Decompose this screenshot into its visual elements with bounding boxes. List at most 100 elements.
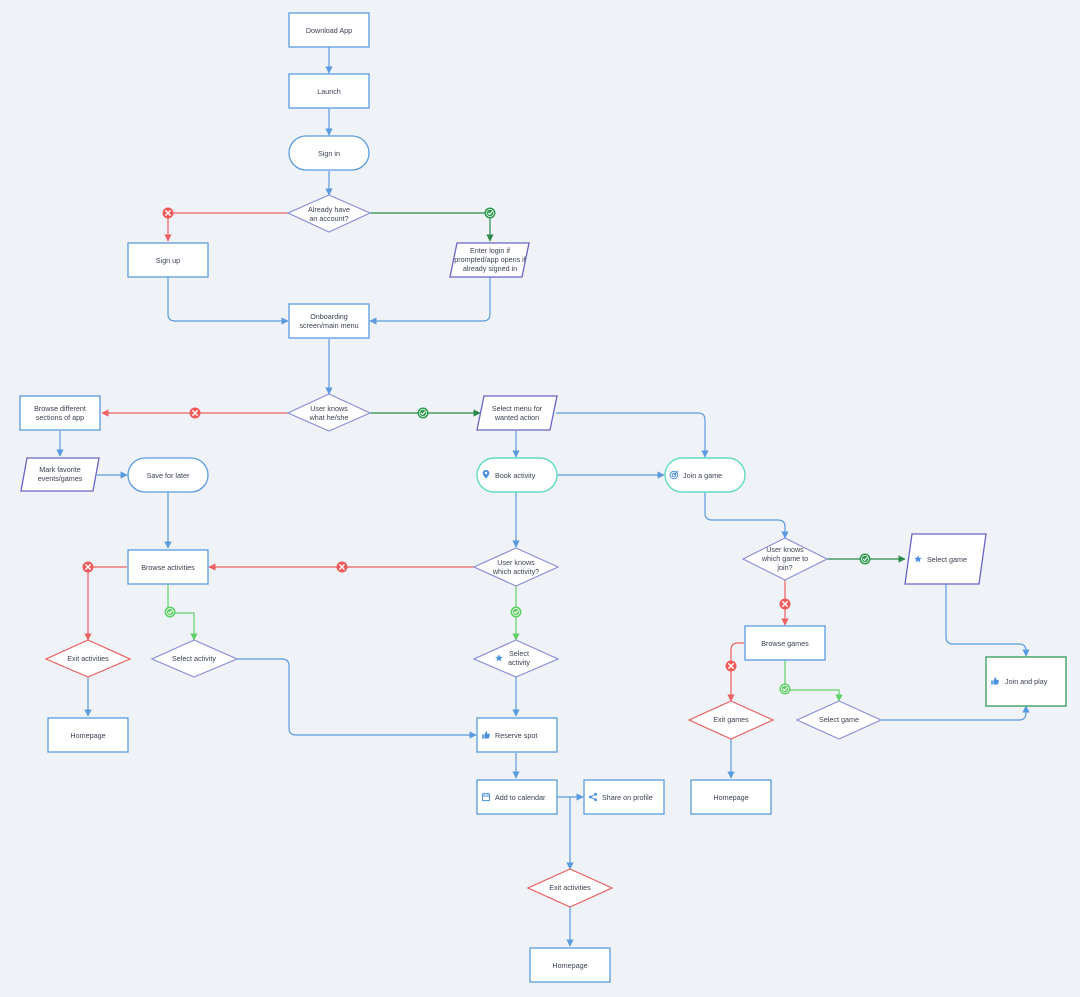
- node-reserve-spot: Reserve spot: [476, 717, 558, 753]
- node-label: Browse different: [34, 404, 86, 413]
- calendar-icon: [481, 792, 491, 802]
- node-label: Select game: [819, 715, 859, 724]
- node-homepage-bottom: Homepage: [529, 947, 611, 983]
- node-label: join?: [776, 563, 792, 572]
- close-icon: [188, 406, 202, 420]
- star-icon: [914, 555, 922, 563]
- node-label: already signed in: [463, 264, 517, 273]
- check-icon: [778, 682, 792, 696]
- close-icon: [335, 560, 349, 574]
- check-icon: [509, 605, 523, 619]
- star-icon: [495, 654, 503, 662]
- node-onboarding: Onboarding screen/main menu: [288, 303, 370, 339]
- node-label: Reserve spot: [495, 731, 537, 740]
- node-select-activity-left: Select activity: [150, 639, 239, 678]
- node-label: an account?: [309, 214, 348, 223]
- node-join-game: Join a game: [664, 457, 746, 493]
- node-label: wanted action: [494, 413, 539, 422]
- node-label: Homepage: [70, 731, 105, 740]
- edge-browse-exit: [84, 566, 127, 641]
- node-exit-activities-bottom: Exit activities: [526, 868, 614, 908]
- node-label: which game to: [761, 554, 808, 563]
- node-label: which activity?: [492, 567, 539, 576]
- node-join-play: Join and play: [985, 656, 1067, 707]
- node-label: Exit games: [713, 715, 749, 724]
- node-label: User knows: [310, 404, 348, 413]
- node-share-profile: Share on profile: [583, 779, 665, 815]
- node-homepage-right: Homepage: [690, 779, 772, 815]
- node-label: activity: [508, 658, 530, 667]
- node-label: Book activity: [495, 471, 536, 480]
- node-label: Already have: [308, 205, 350, 214]
- node-sign-in: Sign in: [288, 135, 370, 171]
- node-label: screen/main menu: [299, 321, 358, 330]
- node-decision-user-knows: User knows what he/she: [286, 393, 372, 432]
- edge-join-decision: [704, 492, 789, 539]
- edge-browsegames-select: [784, 660, 843, 702]
- node-label: User knows: [766, 545, 804, 554]
- node-label: Launch: [317, 87, 341, 96]
- node-select-menu: Select menu for wanted action: [476, 395, 558, 431]
- node-select-game-mid: Select game: [795, 700, 883, 740]
- node-label: Select: [509, 649, 529, 658]
- node-homepage-left: Homepage: [47, 717, 129, 753]
- branch-badges: [81, 206, 872, 696]
- thumbs-up-icon: [991, 677, 999, 685]
- node-label: Add to calendar: [495, 793, 546, 802]
- node-label: Sign in: [318, 149, 340, 158]
- edge-signup-onboarding: [167, 277, 289, 325]
- node-exit-activities-left: Exit activities: [44, 639, 132, 678]
- thumbs-up-icon: [482, 731, 490, 739]
- edge-selectgame-joinplay: [945, 584, 1030, 657]
- node-browse-games: Browse games: [744, 625, 826, 661]
- edge-login-onboarding: [369, 277, 491, 325]
- node-label: Select menu for: [492, 404, 543, 413]
- map-pin-icon: [482, 470, 490, 479]
- node-label: Select activity: [172, 654, 216, 663]
- node-label: Sign up: [156, 256, 180, 265]
- node-enter-login: Enter login if prompted/app opens if alr…: [449, 242, 530, 278]
- node-browse-activities: Browse activities: [127, 549, 209, 585]
- node-label: Browse activities: [141, 563, 195, 572]
- node-label: Mark favorite: [39, 465, 81, 474]
- close-icon: [161, 206, 175, 220]
- edge-account-no: [164, 212, 288, 242]
- node-label: Enter login if: [470, 246, 510, 255]
- edge-select-reserve: [237, 658, 477, 739]
- node-decision-which-game: User knows which game to join?: [741, 537, 829, 581]
- node-label: prompted/app opens if: [454, 255, 526, 264]
- edge-selectgame-joinplay-2: [881, 705, 1030, 721]
- share-icon: [589, 792, 597, 802]
- node-label: Homepage: [713, 793, 748, 802]
- check-icon: [483, 206, 497, 220]
- node-label: Onboarding: [310, 312, 348, 321]
- node-label: what he/she: [309, 413, 349, 422]
- node-label: Join and play: [1005, 677, 1048, 686]
- node-label: Exit activities: [67, 654, 109, 663]
- node-decision-account: Already have an account?: [286, 194, 372, 233]
- node-download-app: Download App: [288, 12, 370, 48]
- node-add-calendar: Add to calendar: [476, 779, 558, 815]
- close-icon: [81, 560, 95, 574]
- node-label: Exit activities: [549, 883, 591, 892]
- check-icon: [163, 605, 177, 619]
- node-label: User knows: [497, 558, 535, 567]
- node-decision-which-activity: User knows which activity?: [472, 547, 560, 587]
- edge-browse-select: [167, 584, 198, 641]
- node-exit-games: Exit games: [687, 700, 775, 740]
- edge-menu-join: [556, 412, 709, 458]
- check-icon: [416, 406, 430, 420]
- close-icon: [778, 597, 792, 611]
- check-icon: [858, 552, 872, 566]
- node-select-game-top: Select game: [904, 533, 987, 585]
- edge-account-yes: [370, 212, 494, 242]
- target-icon: [669, 470, 679, 480]
- node-launch: Launch: [288, 73, 370, 109]
- node-mark-favorite: Mark favorite events/games: [20, 457, 100, 492]
- node-label: Join a game: [683, 471, 722, 480]
- node-book-activity: Book activity: [476, 457, 558, 493]
- node-save-later: Save for later: [127, 457, 209, 493]
- node-label: sections of app: [36, 413, 84, 422]
- node-label: Browse games: [761, 639, 809, 648]
- node-label: events/games: [38, 474, 83, 483]
